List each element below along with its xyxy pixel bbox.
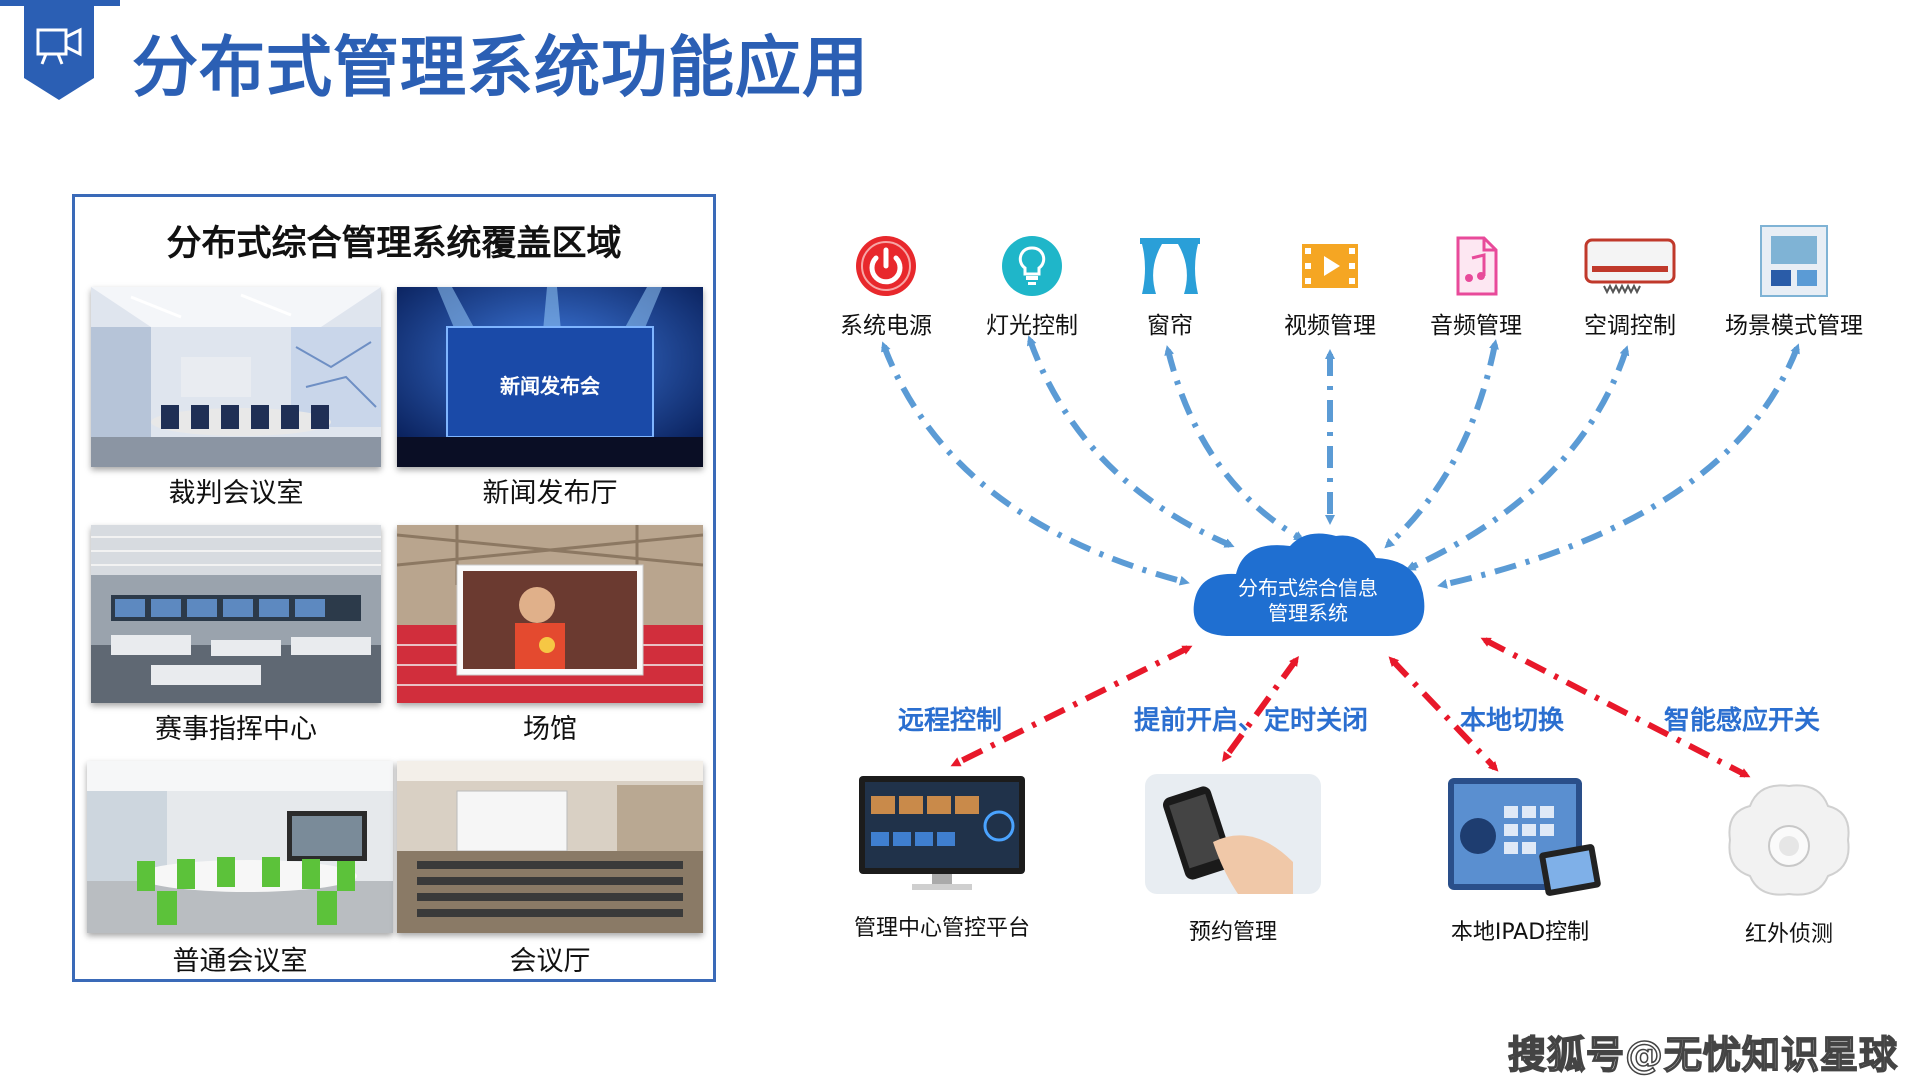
arrow-schedule [1222,655,1299,763]
room-label: 新闻发布厅 [482,478,618,509]
scene-icon [1760,225,1828,297]
device-infrared-sensor[interactable]: 红外侦测 [1704,782,1874,948]
conference-hall-photo [397,761,703,933]
stadium-photo [397,525,703,703]
room-press-hall: 新闻发布会 新闻发布厅 [397,287,703,509]
page-title: 分布式管理系统功能应用 [132,29,869,106]
room-label: 赛事指挥中心 [155,714,317,745]
room-conference-hall: 会议厅 [397,761,703,977]
arrow-power [881,341,1190,586]
arrow-local [1388,656,1499,772]
referee-room-photo [91,287,381,467]
infrared-sensor-icon [1728,784,1850,896]
function-curtain[interactable]: 窗帘 [1100,234,1240,340]
film-icon [1302,244,1358,288]
function-label: 窗帘 [1147,313,1193,339]
control-local: 本地切换 [1460,706,1565,736]
room-label: 会议厅 [509,946,591,977]
coverage-panel: 分布式综合管理系统覆盖区域 裁判会议室 [72,194,716,982]
music-file-icon [1456,236,1498,296]
function-scene[interactable]: 场景模式管理 [1724,224,1864,340]
curtain-icon [1140,238,1200,294]
function-label: 音频管理 [1430,313,1522,339]
function-light[interactable]: 灯光控制 [962,234,1102,340]
device-local-ipad[interactable]: 本地IPAD控制 [1420,776,1620,946]
tablet-icon [1448,778,1601,896]
function-label: 视频管理 [1284,313,1376,339]
smartphone-icon [1145,774,1321,894]
arrow-sensor [1480,637,1751,778]
control-sensor: 智能感应开关 [1664,706,1821,736]
room-label: 裁判会议室 [168,478,304,509]
function-ac[interactable]: 空调控制 [1560,234,1700,340]
function-label: 空调控制 [1584,313,1676,339]
coverage-title: 分布式综合管理系统覆盖区域 [166,224,622,264]
cloud-shape [1193,533,1425,636]
video-camera-icon [24,0,94,100]
bulb-icon [1002,236,1062,296]
arrow-remote [950,645,1193,767]
device-reservation[interactable]: 预约管理 [1138,772,1328,946]
arrow-audio [1384,339,1499,549]
press-screen-text: 新闻发布会 [500,374,600,398]
arrow-scene [1437,343,1800,589]
device-label: 管理中心管控平台 [853,916,1030,941]
air-conditioner-icon [1584,238,1676,295]
room-ordinary-meeting: 普通会议室 [87,761,393,977]
function-audio[interactable]: 音频管理 [1406,234,1546,340]
room-command-center: 赛事指挥中心 [91,525,381,745]
control-remote: 远程控制 [898,706,1003,736]
function-power[interactable]: 系统电源 [816,234,956,340]
room-label: 普通会议室 [172,946,308,977]
device-label: 预约管理 [1188,920,1277,945]
function-label: 灯光控制 [986,313,1078,339]
device-management-platform[interactable]: 管理中心管控平台 [842,774,1042,942]
watermark: 搜狐号@无忧知识星球 [1507,1032,1899,1078]
room-label: 场馆 [523,714,577,745]
function-label: 系统电源 [840,313,932,339]
cloud-label: 分布式综合信息管理系统 [1238,576,1378,625]
monitor-icon [859,776,1025,890]
control-schedule: 提前开启、定时关闭 [1134,706,1369,736]
arrow-curtain [1164,345,1305,541]
device-label: 红外侦测 [1744,922,1833,947]
arrow-light [1026,335,1235,548]
press-hall-photo: 新闻发布会 [397,287,703,467]
power-icon [856,236,916,296]
function-video[interactable]: 视频管理 [1260,234,1400,340]
command-center-photo [91,525,381,703]
ordinary-meeting-photo [87,761,393,933]
device-label: 本地IPAD控制 [1450,920,1590,945]
function-label: 场景模式管理 [1725,313,1863,339]
room-stadium: 场馆 [397,525,703,745]
room-referee: 裁判会议室 [91,287,381,509]
